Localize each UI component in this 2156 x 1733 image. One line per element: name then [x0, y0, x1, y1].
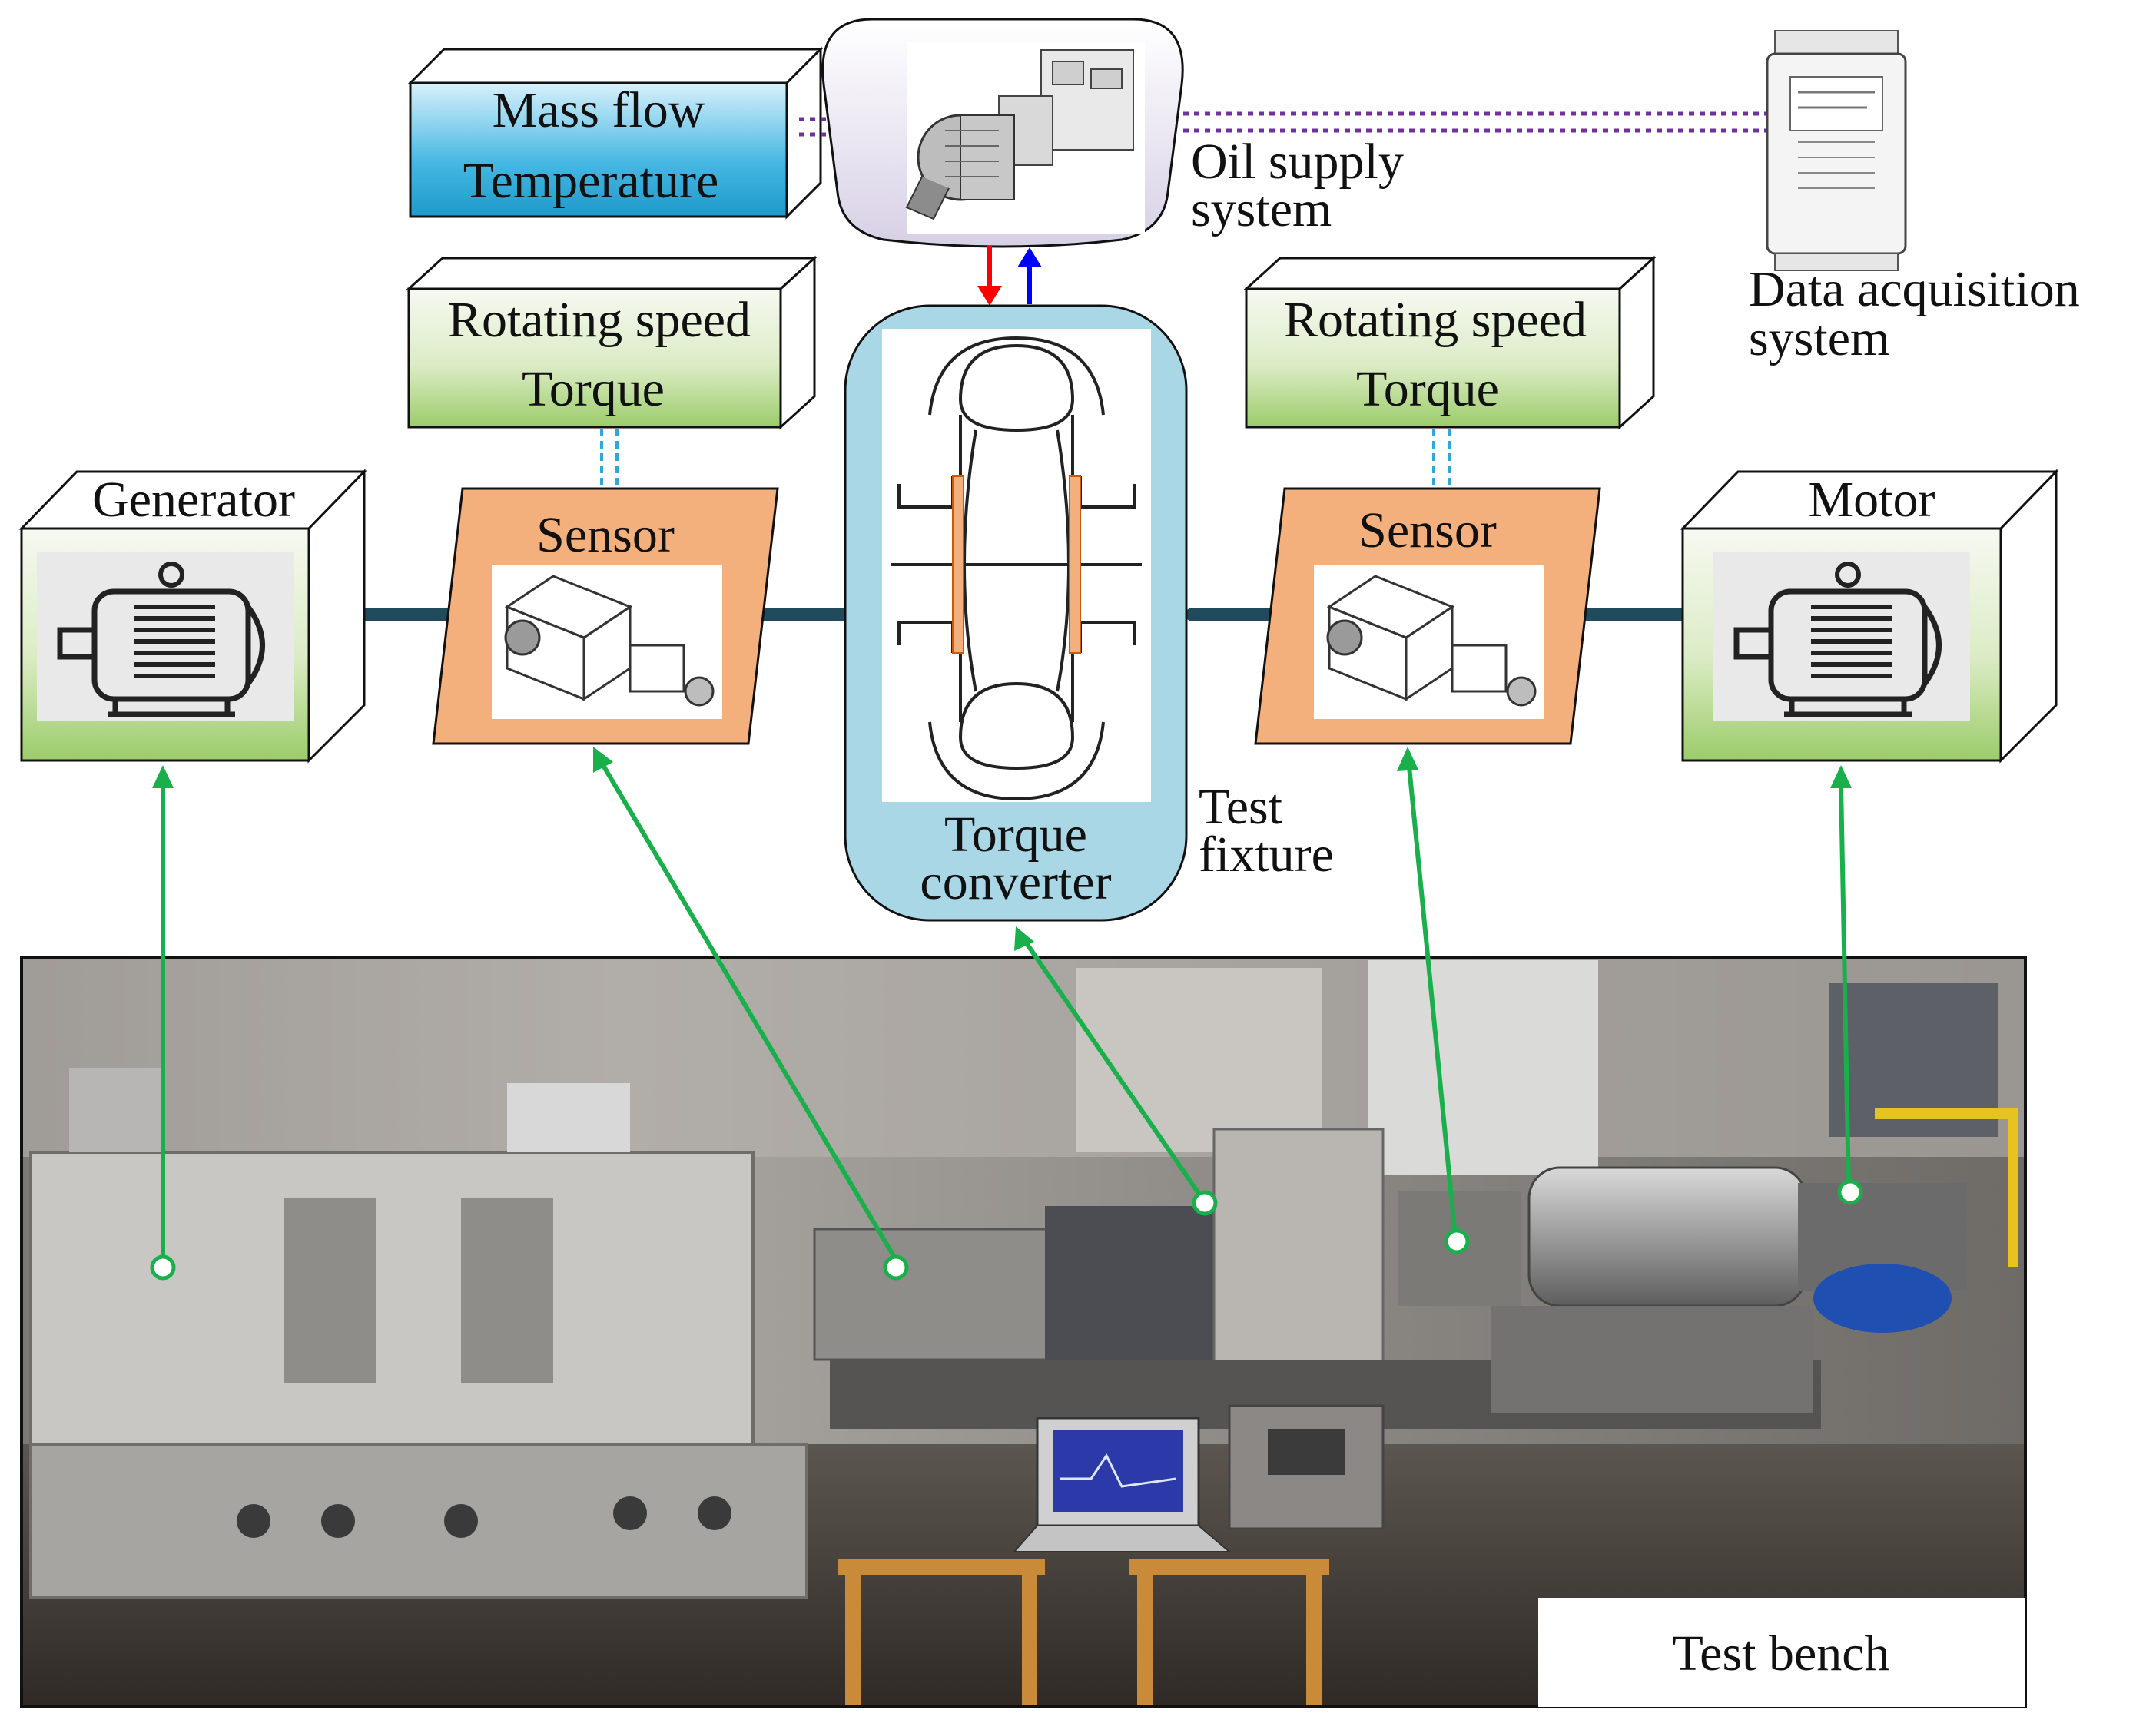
mass-flow-temperature-box: Mass flow Temperature: [407, 46, 824, 220]
test-bench-label-box: [1538, 1598, 2025, 1707]
sensor-right-callout: [1407, 766, 1458, 1238]
rotating-speed-label-left: Rotating speed: [448, 292, 751, 348]
sensor-label-right: Sensor: [1358, 502, 1497, 558]
callout-links: [161, 765, 1851, 1267]
electric-motor-icon: [37, 552, 294, 721]
oil-supply-label-2: system: [1191, 181, 1332, 237]
oil-supply-arrow: [977, 286, 1002, 306]
sensor-label-left: Sensor: [536, 507, 675, 563]
sensor-right: Sensor: [1254, 487, 1601, 745]
callout-markers: [150, 1179, 1863, 1281]
speed-torque-box-right: Rotating speed Torque: [1243, 255, 1657, 430]
sensor-left: Sensor: [432, 487, 779, 745]
hydraulic-pump-unit-icon: [905, 42, 1145, 234]
converter-callout: [1024, 942, 1206, 1201]
oil-supply-label-1: Oil supply: [1191, 134, 1404, 190]
torque-sensor-icon: [492, 565, 722, 719]
mass-flow-label: Mass flow: [493, 82, 705, 138]
test-fixture-label-2: fixture: [1199, 827, 1334, 883]
sensor-signal-connectors: [600, 429, 1451, 489]
rotating-speed-label-right: Rotating speed: [1284, 292, 1587, 348]
torque-label: Torque: [944, 807, 1087, 863]
sensor-left-callout: [602, 765, 898, 1261]
motor-callout: [1839, 784, 1851, 1191]
test-bench-label: Test bench: [1672, 1625, 1889, 1682]
torque-sensor-icon: [1314, 565, 1544, 719]
torque-converter-box: Torque converter: [844, 304, 1188, 922]
daq-label-2: system: [1749, 310, 1889, 366]
daq-label-1: Data acquisition: [1749, 261, 2080, 317]
generator-box: Generator: [18, 469, 367, 764]
test-fixture-label-1: Test: [1199, 779, 1282, 835]
motor-box: Motor: [1680, 469, 2059, 764]
test-bench-photo: [20, 956, 2027, 1708]
daq-module-icon: [1766, 30, 1907, 271]
motor-label: Motor: [1809, 472, 1935, 528]
oil-return-arrow: [1017, 247, 1042, 267]
electric-motor-icon: [1713, 552, 1970, 721]
torque-label-left: Torque: [522, 361, 665, 417]
converter-label: converter: [920, 854, 1111, 910]
pump-friction-plate: [1069, 475, 1081, 654]
temperature-label: Temperature: [463, 153, 719, 209]
oil-supply-unit: [821, 18, 1184, 248]
speed-torque-box-left: Rotating speed Torque: [406, 255, 818, 430]
torque-label-right: Torque: [1356, 361, 1499, 417]
generator-label: Generator: [92, 472, 295, 528]
turbine-friction-plate: [952, 475, 964, 654]
oil-flow-arrows: [977, 246, 1042, 306]
callout-arrowheads: [152, 747, 1852, 951]
